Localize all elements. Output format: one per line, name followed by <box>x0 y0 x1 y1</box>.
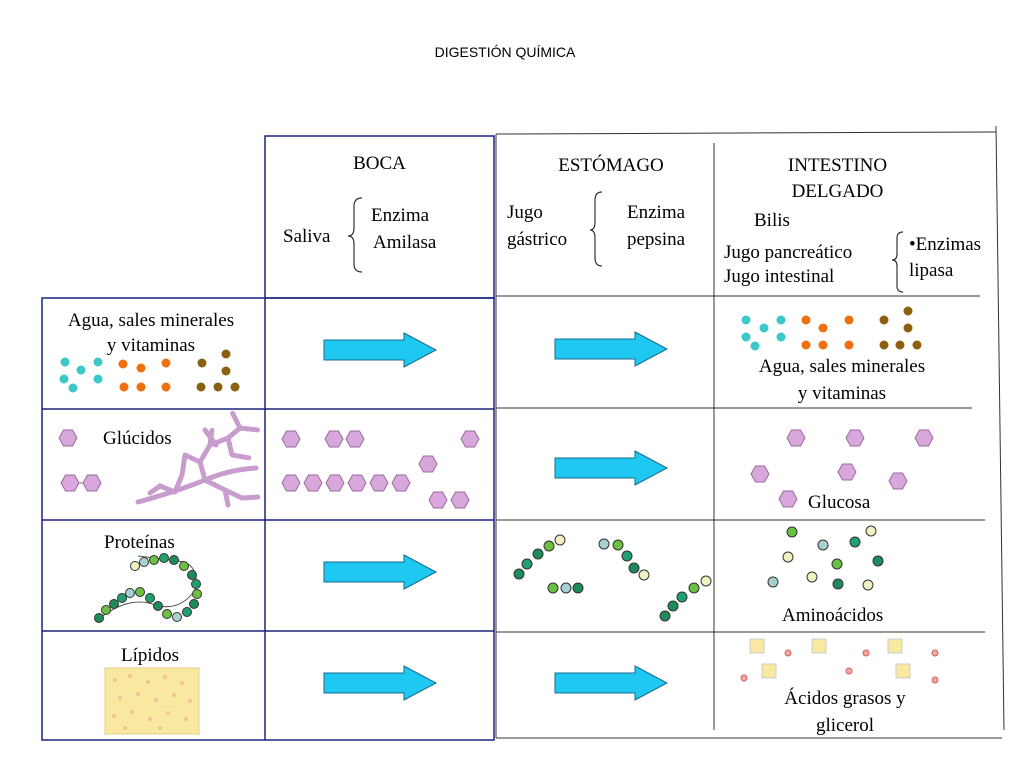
header-intestino-1: INTESTINO <box>787 155 888 176</box>
result-agua-1: Agua, sales minerales <box>758 356 926 377</box>
row-glucidos-label: Glúcidos <box>103 428 172 449</box>
fatty-acids-glycerol <box>740 638 939 684</box>
protein-chain-left <box>94 553 202 623</box>
jugo-pancreatico: Jugo pancreático <box>724 242 853 263</box>
row-agua-label-1: Agua, sales minerales <box>67 310 235 331</box>
bilis-label: Bilis <box>754 210 790 231</box>
estomago-secretion-2: gástrico <box>507 229 568 250</box>
result-glucosa: Glucosa <box>808 492 871 513</box>
header-estomago: ESTÓMAGO <box>558 155 664 176</box>
minerals-dots-left <box>59 349 240 393</box>
arrow-boca-agua <box>323 332 437 368</box>
estomago-enzyme-1: Enzima <box>627 202 686 223</box>
page-title: DIGESTIÓN QUÍMICA <box>434 44 576 60</box>
arrow-estomago-agua <box>554 331 668 367</box>
result-lipidos-1: Ácidos grasos y <box>784 688 906 709</box>
saliva-label: Saliva <box>283 226 331 247</box>
result-aminoacidos: Aminoácidos <box>782 605 884 626</box>
glucidos-hexagons-left <box>58 429 102 492</box>
header-intestino-2: DELGADO <box>791 181 884 202</box>
glucidos-boca <box>281 430 480 509</box>
boca-enzyme-1: Enzima <box>371 205 430 226</box>
estomago-enzyme-2: pepsina <box>627 229 686 250</box>
row-agua-label-2: y vitaminas <box>106 335 196 356</box>
protein-chain-estomago <box>513 534 712 622</box>
enzimas-label: •Enzimas <box>909 234 982 255</box>
glucosa-hexagons <box>750 429 934 508</box>
row-proteinas-label: Proteínas <box>104 532 175 553</box>
row-lipidos-label: Lípidos <box>121 645 180 666</box>
lipid-blob <box>104 667 200 735</box>
glycogen-polymer <box>135 409 261 508</box>
arrow-boca-lipidos <box>323 665 437 701</box>
aminoacids <box>767 525 884 591</box>
brace-boca <box>347 197 363 273</box>
result-lipidos-2: glicerol <box>815 715 875 736</box>
brace-intestino <box>891 231 904 293</box>
arrow-estomago-glucidos <box>554 450 668 486</box>
brace-estomago <box>589 191 603 267</box>
lipasa-label: lipasa <box>909 260 954 281</box>
header-boca: BOCA <box>353 153 406 174</box>
minerals-dots-right <box>741 306 922 351</box>
boca-enzyme-2: Amilasa <box>373 232 437 253</box>
arrow-boca-proteinas <box>323 554 437 590</box>
result-agua-2: y vitaminas <box>797 383 887 404</box>
arrow-estomago-lipidos <box>554 665 668 701</box>
jugo-intestinal: Jugo intestinal <box>724 266 835 287</box>
estomago-secretion-1: Jugo <box>507 202 543 223</box>
